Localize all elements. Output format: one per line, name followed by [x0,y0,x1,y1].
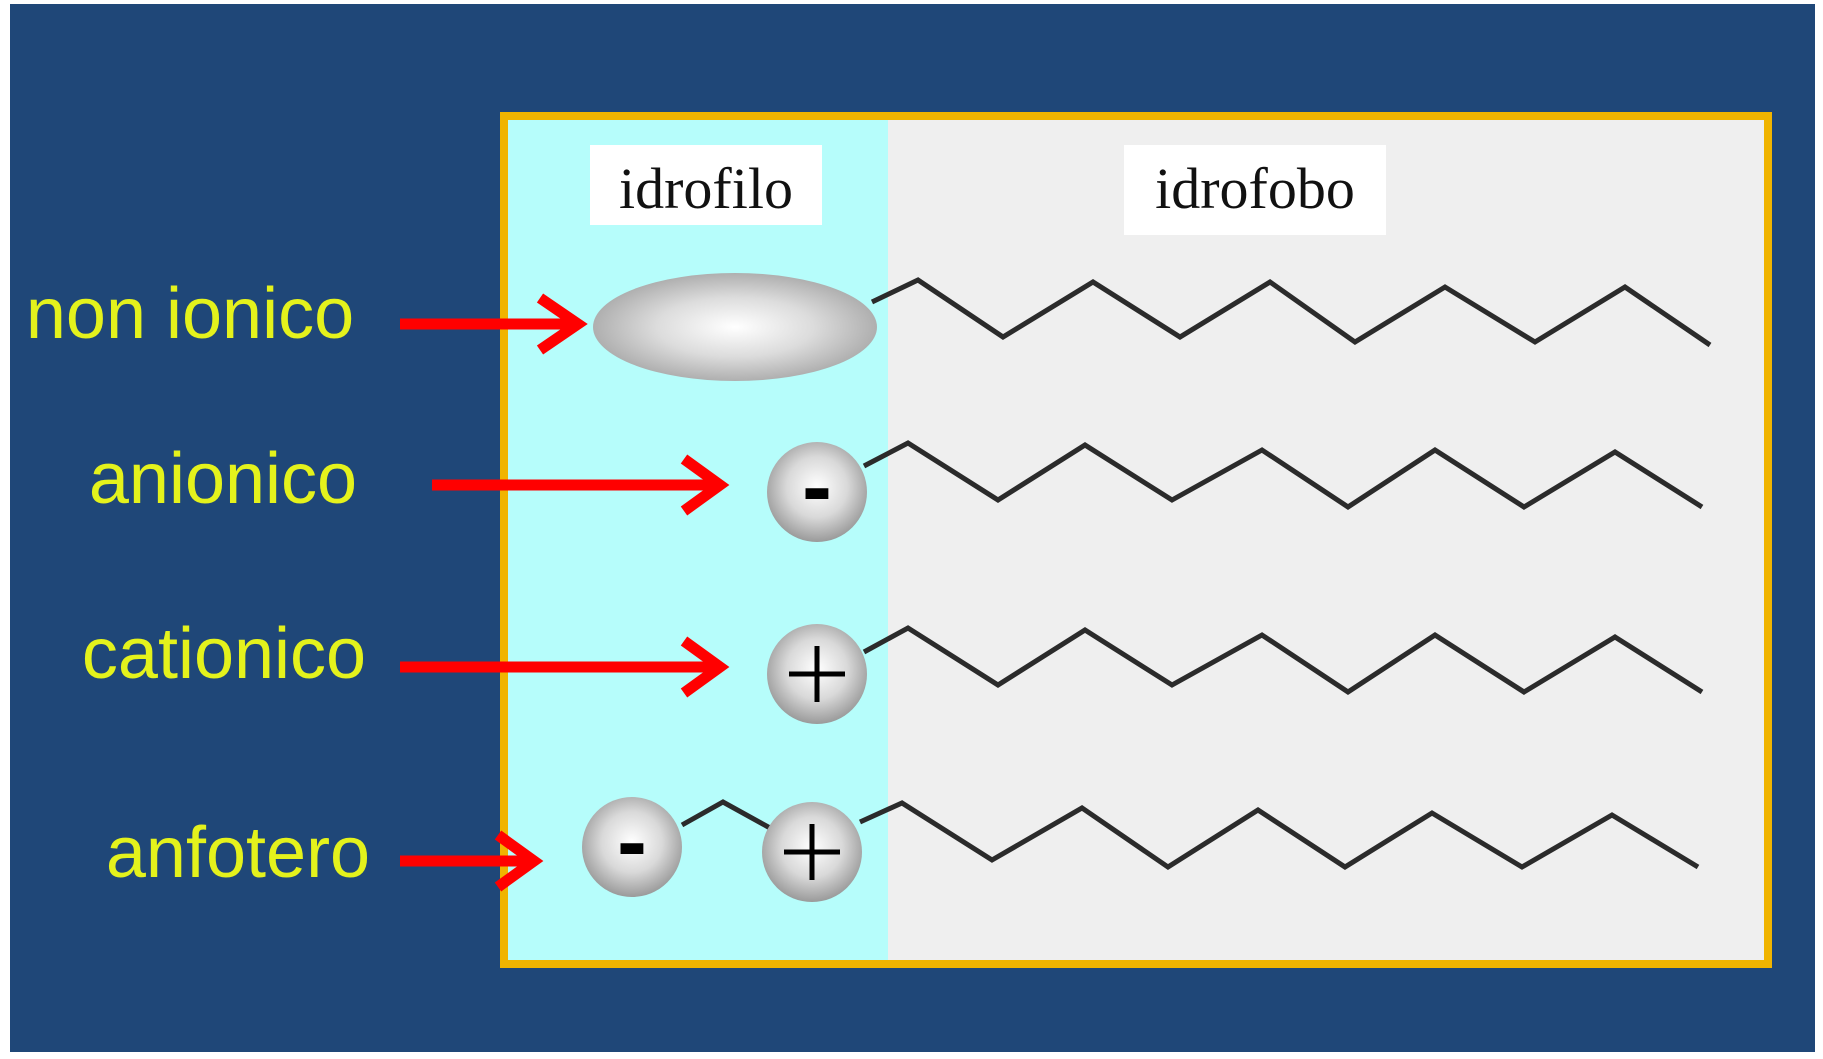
cationic-head [767,624,867,724]
non-ionic-head [593,273,877,381]
hydrocarbon-chain-2 [862,440,1704,510]
hydrophobic-label-box [1124,145,1386,235]
arrow-cationic [400,636,730,698]
hydrophobic-label: idrofobo [1155,156,1355,221]
anionic-head: - [767,437,867,542]
row-label-anionic: anionico [89,439,357,519]
minus-sign-icon: - [802,437,832,537]
amphoteric-cation-head [762,802,862,902]
hydrocarbon-chain-1 [870,277,1712,348]
hydrocarbon-chain-4 [858,800,1700,870]
hydrophobic-zone [888,120,1764,960]
row-label-cationic: cationico [82,614,366,694]
hydrocarbon-chain-3 [862,625,1704,695]
amphoteric-anion-head: - [582,792,682,897]
arrow-anionic [432,454,730,516]
row-label-amphoteric: anfotero [106,813,370,893]
minus-sign-icon: - [617,792,647,892]
hydrophilic-label-box [590,145,822,225]
row-label-non-ionic: non ionico [26,274,354,354]
amphoteric-linker [680,799,772,831]
frame-outline [500,112,1772,968]
arrow-amphoteric [400,830,544,892]
arrow-non-ionic [400,293,588,355]
hydrophilic-label: idrofilo [619,156,793,221]
